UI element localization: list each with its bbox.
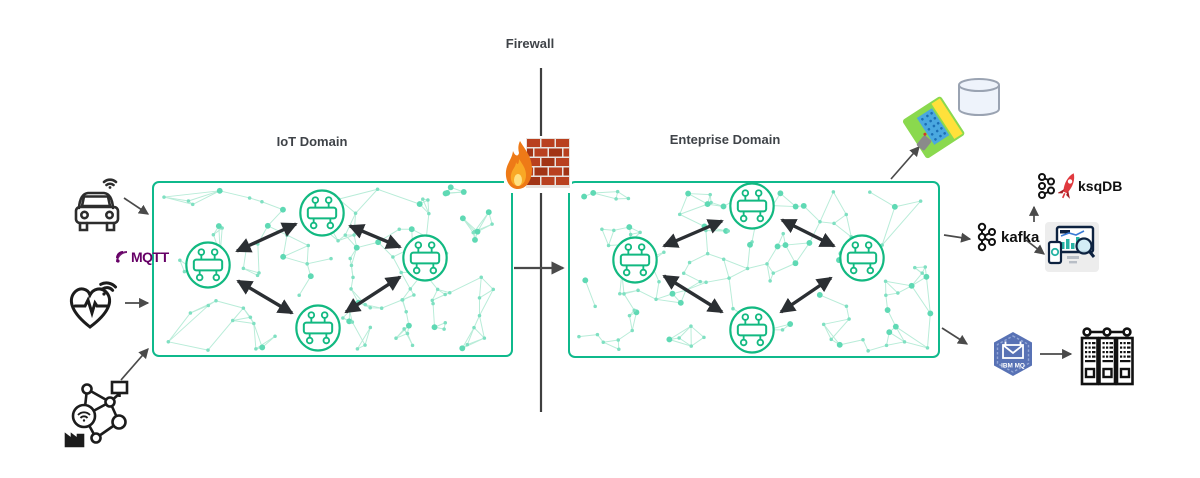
kafka-logo: kafka xyxy=(975,222,1039,252)
ksqdb-gears-icon xyxy=(1038,173,1055,199)
dashboard-icon xyxy=(1045,222,1099,272)
mqtt-logo: MQTT xyxy=(114,249,169,265)
ksqdb-label: ksqDB xyxy=(1078,178,1123,194)
iot-domain-title: IoT Domain xyxy=(276,134,348,149)
flame xyxy=(505,141,532,189)
iot-network-icon xyxy=(62,376,132,453)
ksqdb-logo: ksqDB xyxy=(1036,170,1122,202)
firewall-label: Firewall xyxy=(505,36,555,51)
enterprise-broker-top xyxy=(727,181,777,231)
enterprise-broker-right xyxy=(837,233,887,283)
kafka-label: kafka xyxy=(1001,228,1040,246)
data-filter-icon xyxy=(899,93,971,166)
mqtt-signal-icon xyxy=(116,251,128,263)
kafka-icon xyxy=(977,222,996,252)
ksqdb-rocket-icon xyxy=(1058,173,1075,199)
iot-broker-right xyxy=(400,233,450,283)
iot-broker-top xyxy=(297,188,347,238)
mqtt-label: MQTT xyxy=(131,249,169,265)
server-racks-icon xyxy=(1075,325,1139,392)
ibm-mq-icon: IBM MQ xyxy=(990,330,1036,383)
firewall-icon xyxy=(504,136,572,193)
connected-car-icon xyxy=(70,174,124,239)
ibm-mq-label: IBM MQ xyxy=(1001,363,1025,370)
brick-wall xyxy=(526,138,570,188)
enterprise-broker-bottom xyxy=(727,305,777,355)
iot-broker-bottom xyxy=(293,303,343,353)
iot-broker-left xyxy=(183,240,233,290)
health-monitor-icon xyxy=(62,270,124,339)
enterprise-domain-title: Enteprise Domain xyxy=(669,132,781,147)
database-icon xyxy=(956,77,1002,122)
enterprise-broker-left xyxy=(610,235,660,285)
